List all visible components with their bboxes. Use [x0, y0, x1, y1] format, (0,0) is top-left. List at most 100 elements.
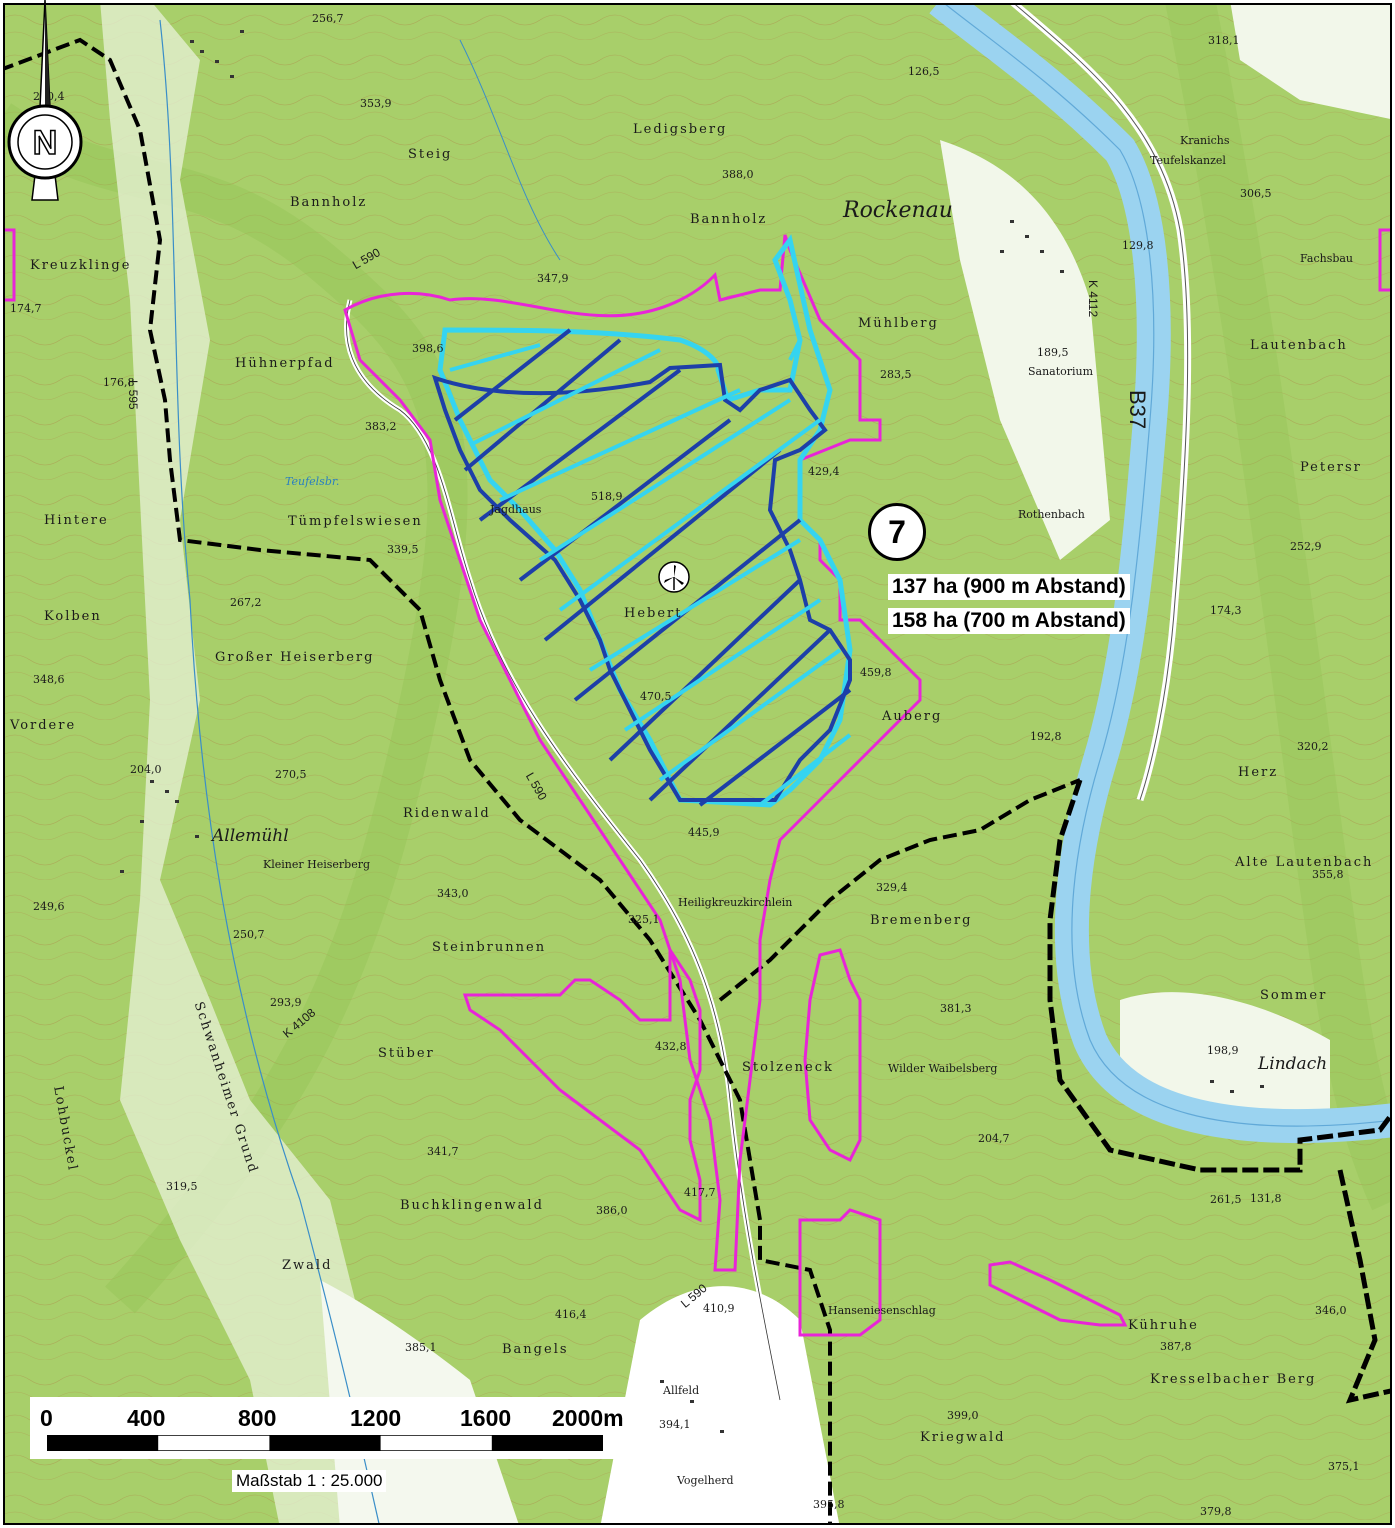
road-label: L 595 — [126, 380, 140, 410]
spot-height: 416,4 — [555, 1308, 587, 1321]
hatch-line — [698, 688, 852, 807]
spot-height: 319,5 — [166, 1180, 198, 1193]
spot-height: 204,7 — [978, 1132, 1010, 1145]
place-label: Ridenwald — [403, 806, 491, 821]
place-label: Zwald — [282, 1258, 333, 1273]
place-label: Sanatorium — [1028, 365, 1094, 378]
road-label: B37 — [1125, 390, 1150, 430]
place-label: Bremenberg — [870, 913, 973, 928]
spot-height: 249,6 — [33, 900, 65, 913]
spot-height: 348,6 — [33, 673, 65, 686]
hatch-line — [648, 628, 832, 802]
spot-height: 381,3 — [940, 1002, 972, 1015]
hatch-line — [499, 388, 741, 502]
hatch-line — [608, 578, 802, 762]
spot-height: 129,8 — [1122, 239, 1154, 252]
place-label: Bangels — [502, 1342, 569, 1357]
planning-boundary-south-west — [462, 945, 702, 1223]
place-label: Heiligkreuzkirchlein — [678, 896, 793, 909]
spot-height: 174,7 — [10, 302, 42, 315]
map-frame — [3, 3, 1392, 1525]
hatch-line — [658, 648, 842, 782]
spot-height: 394,1 — [659, 1418, 691, 1431]
scale-tick-label: 1200 — [350, 1405, 402, 1431]
spot-height: 383,2 — [365, 420, 397, 433]
place-label: Kranichs — [1180, 134, 1230, 147]
place-label: Kriegwald — [920, 1430, 1006, 1445]
place-label: Allfeld — [663, 1384, 700, 1397]
hatch-line — [788, 339, 802, 361]
settlement-allfeld — [600, 1286, 840, 1524]
spot-height: 518,9 — [591, 490, 623, 503]
place-label: Auberg — [882, 709, 943, 724]
spot-height: 347,9 — [537, 272, 569, 285]
spot-height: 470,5 — [640, 690, 672, 703]
spot-height: 375,1 — [1328, 1460, 1360, 1473]
place-label: Hanseniesenschlag — [828, 1304, 936, 1317]
hatch-line — [449, 343, 541, 372]
north-arrow-icon: N — [7, 0, 83, 201]
ridge-east — [1165, 4, 1391, 1211]
admin-boundary-west — [4, 37, 832, 1524]
spot-height: 192,8 — [1030, 730, 1062, 743]
spot-height: 126,5 — [908, 65, 940, 78]
windfarm-number-marker[interactable]: 7 — [868, 503, 926, 561]
spot-height: 267,2 — [230, 596, 262, 609]
admin-boundary-east — [1047, 779, 1391, 1173]
place-label: Hühnerpfad — [235, 356, 335, 371]
place-label: Jagdhaus — [490, 503, 542, 516]
place-label: Teufelskanzel — [1150, 154, 1226, 167]
road-label: K 4112 — [1086, 280, 1100, 318]
spot-height: 398,6 — [412, 342, 444, 355]
place-label: Hintere — [44, 513, 109, 528]
place-label: Lautenbach — [1250, 338, 1348, 353]
spot-height: 387,8 — [1160, 1340, 1192, 1353]
place-label: Herz — [1238, 765, 1279, 780]
hatch-line — [463, 338, 622, 472]
wind-turbine-icon[interactable] — [657, 560, 691, 594]
hatch-line — [758, 733, 852, 807]
area-label-700m: 158 ha (700 m Abstand) — [888, 608, 1130, 634]
spot-height: 388,0 — [722, 168, 754, 181]
spot-height: 306,5 — [1240, 187, 1272, 200]
valley-west — [100, 4, 419, 1524]
planning-boundary-south-middle — [803, 948, 862, 1163]
place-label: Allemühl — [212, 826, 289, 846]
place-label: Tümpfelswiesen — [288, 514, 423, 529]
spot-height: 176,8 — [103, 376, 135, 389]
spot-height: 250,7 — [233, 928, 265, 941]
place-label: Stolzeneck — [742, 1060, 834, 1075]
wind-zone-hatching — [449, 328, 852, 807]
spot-height: 379,8 — [1200, 1505, 1232, 1518]
place-label: Teufelsbr. — [285, 475, 340, 488]
ridge-west — [4, 103, 468, 1314]
place-label: Wilder Waibelsberg — [888, 1062, 998, 1075]
spot-height: 252,9 — [1290, 540, 1322, 553]
planning-boundary-main — [343, 234, 922, 1272]
place-label: Rockenau — [843, 198, 953, 223]
hatch-line — [543, 448, 782, 642]
clearing-lindach — [1120, 992, 1330, 1120]
admin-boundary-middle — [718, 778, 1081, 1002]
spot-height: 189,5 — [1037, 346, 1069, 359]
scale-tick-label: 1600 — [460, 1405, 512, 1431]
spot-height: 325,1 — [628, 913, 660, 926]
scale-tick-label: 0 — [40, 1405, 53, 1431]
spot-height: 385,1 — [405, 1341, 437, 1354]
spot-height: 429,4 — [808, 465, 840, 478]
spot-height: 386,0 — [596, 1204, 628, 1217]
spot-height: 346,0 — [1315, 1304, 1347, 1317]
area-label-900m: 137 ha (900 m Abstand) — [888, 574, 1130, 600]
place-label: Ledigsberg — [633, 122, 728, 137]
place-label: Stüber — [378, 1046, 435, 1061]
hatch-line — [588, 538, 802, 672]
spot-height: 270,5 — [275, 768, 307, 781]
place-label: Vordere — [10, 718, 77, 733]
hatch-line — [518, 418, 732, 582]
place-label: Fachsbau — [1300, 252, 1354, 265]
scale-bar-graphic — [47, 1435, 603, 1451]
spot-height: 353,9 — [360, 97, 392, 110]
spot-height: 329,4 — [876, 881, 908, 894]
